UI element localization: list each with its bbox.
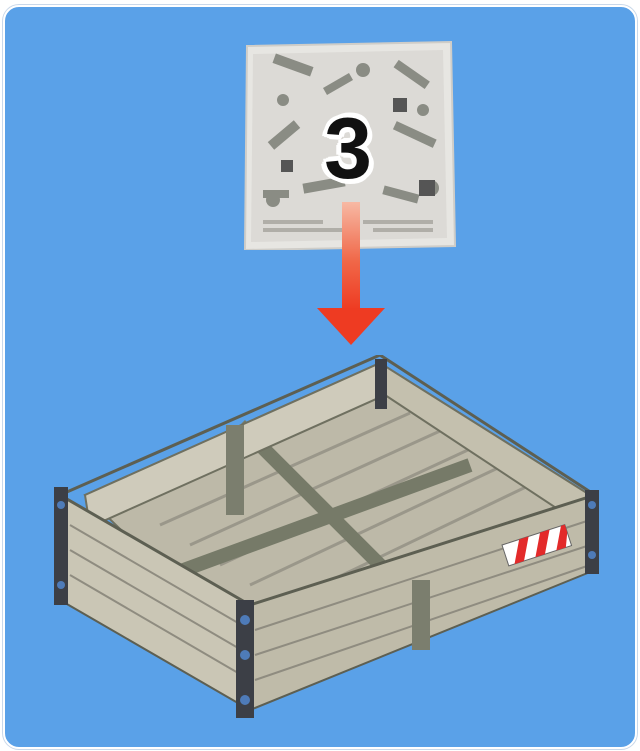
step-number: 3 [308,104,388,194]
down-arrow-icon [315,202,387,347]
brick-tray-model-icon [50,355,600,725]
instruction-panel: 3 [3,5,637,749]
